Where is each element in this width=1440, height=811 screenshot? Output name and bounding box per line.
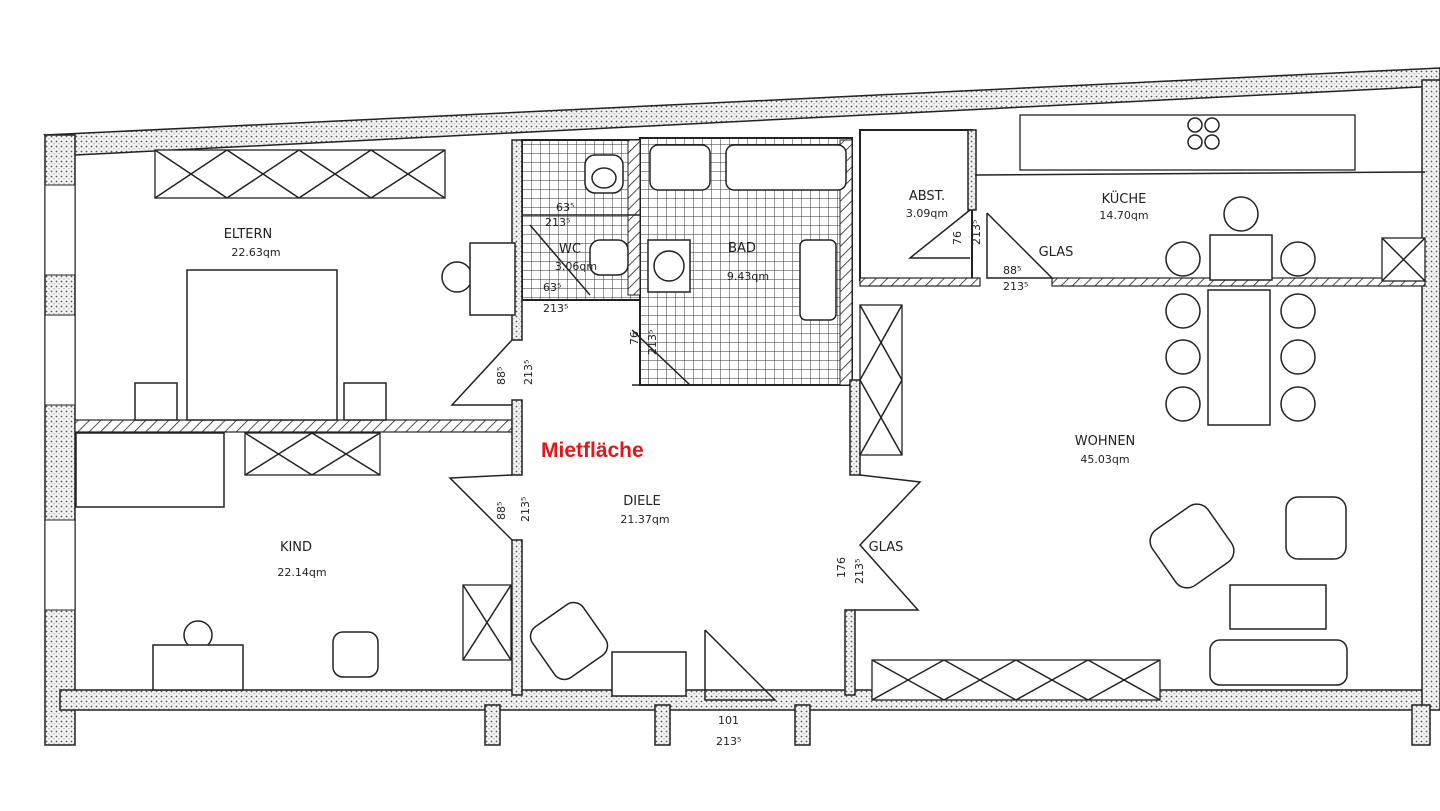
glas-note-kueche: GLAS xyxy=(1039,245,1074,260)
room-area-wc: 3.06qm xyxy=(555,260,597,273)
dim-kueche-door-height: 213⁵ xyxy=(1003,280,1028,293)
dim-wc-bottom-height: 213⁵ xyxy=(543,302,568,315)
dim-diele-door-height: 213⁵ xyxy=(519,497,532,522)
room-name-abst: ABST. xyxy=(909,189,945,204)
dim-eltern-door-height: 213⁵ xyxy=(522,360,535,385)
dimension-labels: 63⁵ 213⁵ 63⁵ 213⁵ 88⁵ 213⁵ 76 213⁵ 88⁵ 2… xyxy=(495,201,1028,748)
dim-abst-door-height: 213⁵ xyxy=(970,220,983,245)
mietflaeche-label: Mietfläche xyxy=(541,439,644,462)
wet-rooms xyxy=(521,137,853,386)
room-area-bad: 9.43qm xyxy=(727,270,769,283)
room-name-wc: WC xyxy=(559,242,581,257)
room-area-kueche: 14.70qm xyxy=(1099,209,1148,222)
dim-entrance-door-width: 101 xyxy=(718,714,739,727)
dim-eltern-door-width: 88⁵ xyxy=(495,367,508,385)
glas-note-wohnen: GLAS xyxy=(869,540,904,555)
dim-wc-top-width: 63⁵ xyxy=(556,201,574,214)
furniture xyxy=(75,114,1426,701)
room-name-kueche: KÜCHE xyxy=(1102,190,1147,207)
dim-wohnen-door-width: 176 xyxy=(835,557,848,578)
room-area-eltern: 22.63qm xyxy=(231,246,280,259)
dim-wohnen-door-height: 213⁵ xyxy=(853,559,866,584)
room-name-eltern: ELTERN xyxy=(224,227,273,242)
room-name-kind: KIND xyxy=(280,540,312,555)
dim-bad-door-width: 76 xyxy=(628,331,641,345)
room-area-abst: 3.09qm xyxy=(906,207,948,220)
dim-wc-bottom-width: 63⁵ xyxy=(543,281,561,294)
room-name-bad: BAD xyxy=(728,241,756,256)
room-name-wohnen: WOHNEN xyxy=(1075,434,1136,449)
room-name-diele: DIELE xyxy=(623,494,661,509)
dim-abst-door-width: 76 xyxy=(951,231,964,245)
room-area-kind: 22.14qm xyxy=(277,566,326,579)
room-area-diele: 21.37qm xyxy=(620,513,669,526)
interior-walls xyxy=(74,129,1426,696)
dim-diele-door-width: 88⁵ xyxy=(495,502,508,520)
door-swings xyxy=(448,209,1054,701)
room-area-wohnen: 45.03qm xyxy=(1080,453,1129,466)
dim-wc-top-height: 213⁵ xyxy=(545,216,570,229)
room-labels: ELTERN 22.63qm WC 3.06qm BAD 9.43qm ABST… xyxy=(224,189,1149,579)
dim-bad-door-height: 213⁵ xyxy=(646,330,659,355)
dim-kueche-door-width: 88⁵ xyxy=(1003,264,1021,277)
dim-entrance-door-height: 213⁵ xyxy=(716,735,741,748)
